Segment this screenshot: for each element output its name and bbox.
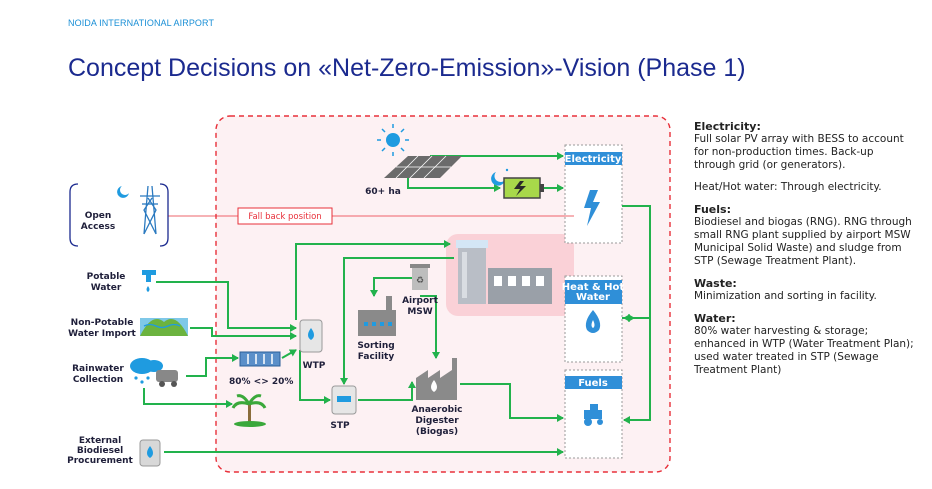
water-title: Water: <box>694 312 736 325</box>
flow-wtp-down <box>299 350 331 404</box>
sun-icon <box>377 124 409 156</box>
wtp-icon <box>299 319 323 353</box>
flow-electricity-out <box>622 205 651 424</box>
terminal-building-icon <box>456 240 552 304</box>
flow-digester-fuels <box>460 383 564 422</box>
flow-solar-battery <box>407 176 501 192</box>
brand-label: NOIDA INTERNATIONAL AIRPORT <box>68 18 215 28</box>
flow-rain-landscape <box>143 388 233 408</box>
lightning-icon <box>584 190 600 226</box>
fuel-drop-icon <box>139 439 161 467</box>
power-pylon-icon <box>140 185 160 235</box>
moon-icon <box>117 186 129 198</box>
fallback-box <box>237 207 333 225</box>
flame-icon <box>585 310 601 333</box>
factory-icon <box>358 296 396 336</box>
tractor-icon <box>584 404 603 426</box>
flow-msw-sorting <box>370 277 416 297</box>
system-boundary <box>215 115 671 473</box>
page-title: Concept Decisions on «Net-Zero-Emission»… <box>68 54 746 82</box>
water-text: 80% water harvesting & storage; enhanced… <box>694 325 914 376</box>
split-label: 80% <> 20% <box>229 377 293 387</box>
river-icon <box>140 318 188 336</box>
fuels-sink-header <box>565 376 622 389</box>
electricity-text: Full solar PV array with BESS to account… <box>694 133 904 171</box>
explanation-panel: Electricity: Full solar PV array with BE… <box>694 120 914 386</box>
storage-tank-icon <box>239 351 281 367</box>
stp-label: STP <box>330 421 350 431</box>
open-access-bracket <box>69 183 169 247</box>
heat-text: Heat/Hot water: Through electricity. <box>694 181 882 193</box>
waste-text: Minimization and sorting in facility. <box>694 290 877 302</box>
moon-icon <box>491 168 509 186</box>
recycle-bin-icon: ♻ <box>410 264 430 290</box>
solar-panel-icon <box>384 155 462 179</box>
fuels-title: Fuels: <box>694 203 731 216</box>
digester-icon <box>416 358 457 400</box>
fallback-label: Fall back position <box>248 212 321 222</box>
water-tap-icon <box>142 270 156 292</box>
wtp-label: WTP <box>303 361 326 371</box>
palm-tree-icon <box>231 394 267 427</box>
electricity-sink-label: Electricity <box>565 154 622 165</box>
flow-rain-tank <box>186 354 239 377</box>
flow-nonpotable-wtp <box>190 327 297 340</box>
svg-text:♻: ♻ <box>416 275 424 285</box>
flow-potable-wtp <box>156 281 297 332</box>
fuels-text: Biodiesel and biogas (RNG). RNG through … <box>694 216 912 267</box>
flow-wtp-terminal <box>295 240 451 320</box>
waste-title: Waste: <box>694 277 737 290</box>
stp-icon <box>331 385 357 415</box>
battery-icon <box>503 177 544 199</box>
electricity-sink-header <box>565 152 622 165</box>
solar-area-label: 60+ ha <box>365 187 401 197</box>
flow-tank-wtp <box>281 349 297 359</box>
heat-sink-header <box>565 280 622 304</box>
flow-stp-digester <box>358 381 416 401</box>
flow-lines <box>143 152 651 456</box>
electricity-title: Electricity: <box>694 120 761 133</box>
rain-cloud-icon <box>130 358 178 387</box>
flow-msw-digester <box>420 295 440 359</box>
flow-terminal-stp <box>340 257 454 385</box>
fuels-sink-label: Fuels <box>578 378 608 389</box>
